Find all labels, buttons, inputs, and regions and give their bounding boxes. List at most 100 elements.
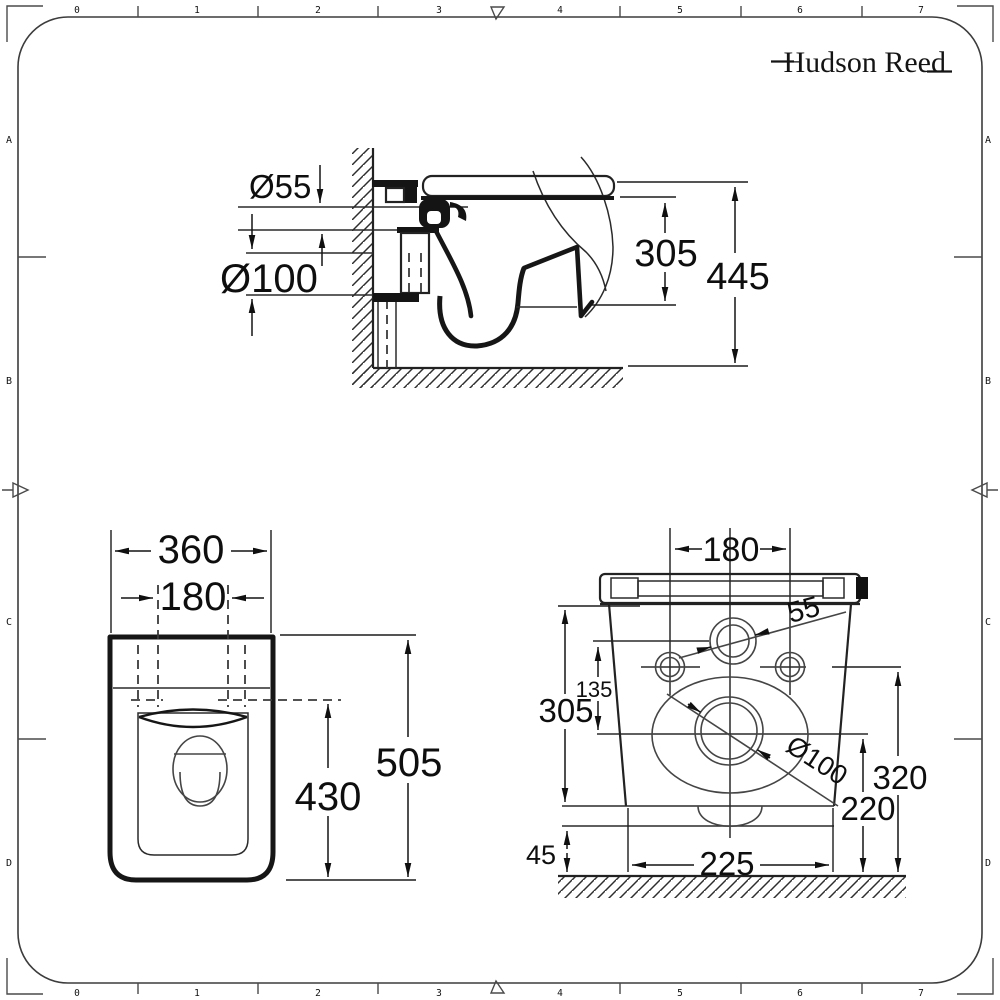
corner-mark-top-right bbox=[957, 5, 994, 42]
row-letter: D bbox=[6, 858, 12, 869]
hinge-hole bbox=[427, 211, 441, 224]
corner-mark-top-left bbox=[6, 5, 43, 42]
seat-crescent-top bbox=[138, 708, 248, 719]
seat-crescent-bottom bbox=[138, 715, 248, 729]
wall-hatch bbox=[352, 148, 373, 388]
dim-side-305: 305 bbox=[634, 233, 697, 275]
ruler-top: 0 1 2 3 4 5 6 7 bbox=[74, 5, 924, 21]
dim-front-360: 360 bbox=[158, 528, 225, 572]
row-letter: B bbox=[985, 376, 991, 387]
frame-post bbox=[404, 180, 417, 203]
row-letter: A bbox=[985, 135, 991, 146]
dim-front-505: 505 bbox=[376, 741, 443, 785]
dim-rear-305: 305 bbox=[538, 692, 593, 729]
outlet-ring-outer bbox=[694, 696, 764, 766]
bowl-rear-profile bbox=[532, 170, 607, 292]
outlet-ring-inner bbox=[700, 702, 758, 760]
bowl-front-wall bbox=[433, 228, 474, 319]
dim-side-outlet: Ø100 bbox=[220, 257, 318, 301]
dim-rear-225: 225 bbox=[699, 845, 754, 882]
dim-rear-100: Ø100 bbox=[781, 730, 853, 791]
side-view: Ø55 Ø100 305 445 bbox=[220, 148, 770, 388]
seat-opening bbox=[137, 712, 249, 856]
dim-rear-220: 220 bbox=[840, 790, 895, 827]
ruler-number: 0 bbox=[74, 5, 80, 16]
dim-front-430: 430 bbox=[295, 775, 362, 819]
centre-mark-bottom bbox=[489, 979, 506, 994]
frame-top-bar bbox=[372, 180, 418, 187]
fixing-hole-left-inner bbox=[659, 656, 681, 678]
ruler-number: 1 bbox=[194, 988, 200, 999]
ruler-number: 5 bbox=[677, 5, 683, 16]
fixing-hole-right-inner bbox=[779, 656, 801, 678]
side-dimensions: Ø55 Ø100 305 445 bbox=[220, 165, 770, 367]
fixing-hole-right-outer bbox=[774, 651, 806, 683]
outlet-spigot bbox=[521, 244, 595, 319]
dim-side-inlet: Ø55 bbox=[249, 168, 311, 205]
frame-box bbox=[384, 186, 406, 204]
row-letter: C bbox=[6, 617, 12, 628]
ground-hatch bbox=[558, 877, 906, 898]
ruler-number: 6 bbox=[797, 988, 803, 999]
seat-lid bbox=[421, 174, 616, 198]
centre-mark-right bbox=[970, 481, 998, 499]
dim-arrow bbox=[756, 749, 771, 761]
plate-slot-left bbox=[610, 577, 639, 599]
row-ticks-left bbox=[18, 256, 46, 740]
leader-line-100 bbox=[666, 693, 839, 807]
centre-mark-top bbox=[489, 6, 506, 21]
ruler-number: 4 bbox=[557, 5, 563, 16]
hinge-hook bbox=[450, 202, 467, 221]
fixing-hole-left-outer bbox=[654, 651, 686, 683]
flush-channel bbox=[399, 231, 431, 295]
body-side-right bbox=[832, 603, 853, 807]
corner-mark-bottom-right bbox=[957, 958, 994, 995]
ruler-bottom: 0 1 2 3 4 5 6 7 bbox=[74, 979, 924, 999]
dim-rear-45: 45 bbox=[526, 840, 556, 870]
row-letter: C bbox=[985, 617, 991, 628]
ruler-number: 7 bbox=[918, 988, 924, 999]
outlet-elbow bbox=[373, 293, 419, 302]
plate-tab bbox=[856, 577, 868, 599]
row-ticks-right bbox=[954, 256, 982, 740]
ruler-number: 4 bbox=[557, 988, 563, 999]
inlet-hole-inner bbox=[716, 624, 750, 658]
cistern-duct-profile bbox=[580, 156, 614, 318]
ruler-number: 7 bbox=[918, 5, 924, 16]
brand-name: Hudson Reed bbox=[784, 46, 946, 79]
brand-logo: Hudson Reed bbox=[771, 46, 952, 79]
ruler-number: 1 bbox=[194, 5, 200, 16]
corner-mark-bottom-left bbox=[6, 958, 43, 995]
ruler-ticks-top bbox=[137, 6, 863, 17]
row-letters-right: A B C D bbox=[954, 135, 998, 869]
trap-u-bend bbox=[437, 267, 527, 349]
plate-slot-right bbox=[822, 577, 845, 599]
row-letter: B bbox=[6, 376, 12, 387]
front-view: 360 180 430 505 bbox=[107, 528, 443, 883]
body-side-left bbox=[607, 603, 628, 807]
centre-mark-left bbox=[2, 481, 30, 499]
bowl-well-inner bbox=[179, 771, 221, 807]
inlet-hole-outer bbox=[709, 617, 757, 665]
dim-arrow bbox=[755, 628, 770, 636]
ruler-number: 2 bbox=[315, 5, 321, 16]
ruler-number: 3 bbox=[436, 5, 442, 16]
rear-view: 55 Ø100 180 305 135 45 225 320 bbox=[526, 528, 928, 898]
ruler-number: 3 bbox=[436, 988, 442, 999]
dim-front-180: 180 bbox=[160, 575, 227, 619]
outlet-bulge bbox=[697, 805, 763, 827]
sheet-border bbox=[17, 16, 983, 984]
frame-mid-bar bbox=[397, 227, 439, 233]
pan-body-outline bbox=[107, 634, 276, 883]
dim-arrow bbox=[687, 701, 702, 713]
outlet-boss bbox=[651, 676, 809, 794]
dim-arrow bbox=[696, 646, 711, 654]
dim-rear-180: 180 bbox=[703, 531, 760, 569]
row-letters-left: A B C D bbox=[2, 135, 46, 869]
ruler-number: 0 bbox=[74, 988, 80, 999]
sheet-frame: 0 1 2 3 4 5 6 7 0 1 2 3 4 5 6 7 A B bbox=[2, 5, 998, 999]
ruler-number: 6 bbox=[797, 5, 803, 16]
ruler-number: 5 bbox=[677, 988, 683, 999]
